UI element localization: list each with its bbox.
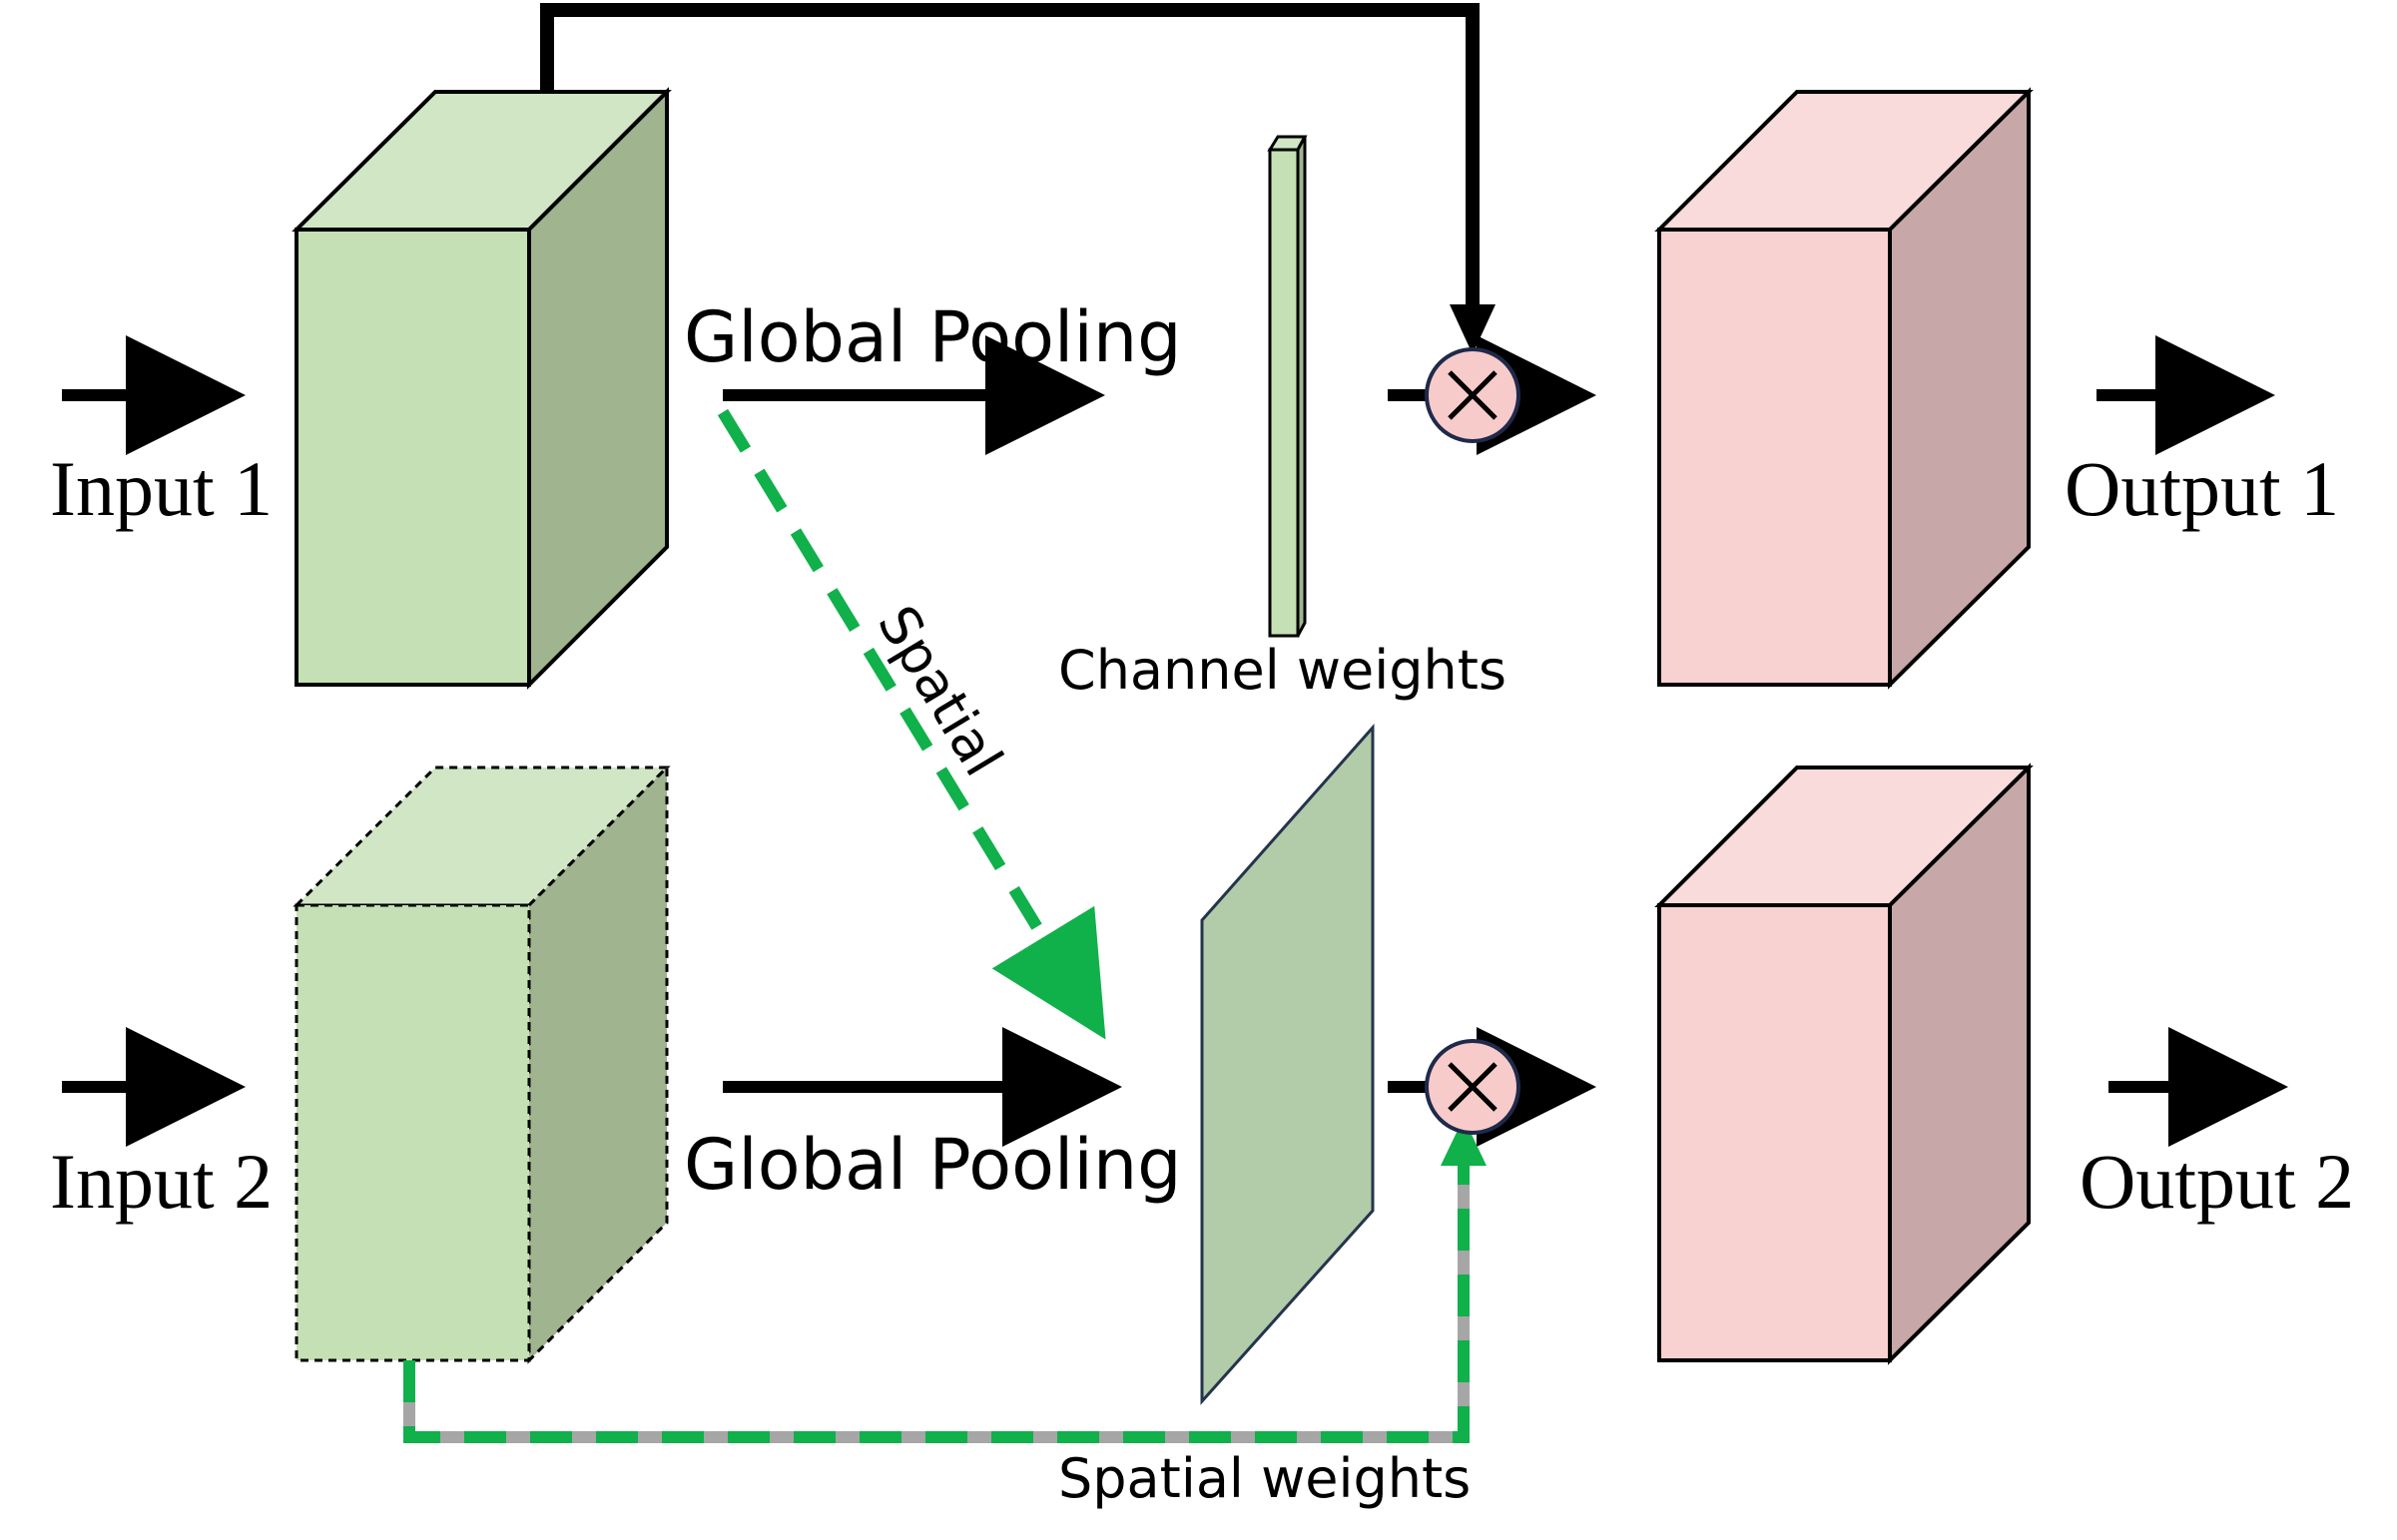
multiply-icon-cross — [1448, 370, 1498, 420]
output-1-label: Output 1 — [2065, 445, 2339, 532]
multiply-node-bottom — [1425, 1039, 1520, 1135]
input-2-cube-front — [295, 903, 531, 1362]
global-pooling-top-label: Global Pooling — [684, 296, 1182, 378]
input-1-cube-front — [295, 228, 531, 687]
multiply-node-top — [1425, 347, 1520, 443]
output-2-label: Output 2 — [2080, 1138, 2354, 1225]
input-2-label: Input 2 — [50, 1138, 273, 1225]
spatial-weights-arrowhead — [1441, 1118, 1487, 1166]
spatial-weights-path-green — [403, 1166, 1470, 1443]
skip-connection-line — [540, 3, 1480, 304]
input-1-cube — [292, 87, 672, 690]
output-2-cube — [1654, 763, 2034, 1365]
global-pooling-bottom-label: Global Pooling — [684, 1124, 1182, 1206]
input-1-label: Input 1 — [50, 445, 273, 532]
channel-weights-bar-front — [1268, 148, 1300, 638]
input-2-cube — [293, 764, 671, 1364]
spatial-weights-label: Spatial weights — [1058, 1447, 1471, 1510]
output-1-cube-front — [1657, 228, 1892, 687]
output-2-cube-front — [1657, 903, 1892, 1362]
channel-weights-label: Channel weights — [1058, 639, 1506, 702]
spatial-weights-plane — [1200, 724, 1375, 1405]
multiply-icon-cross — [1448, 1062, 1498, 1112]
skip-connection-arrowhead — [1450, 304, 1496, 354]
spatial-diagonal-arrow — [717, 408, 1106, 1040]
channel-weights-bar — [1267, 135, 1308, 638]
output-1-cube — [1654, 87, 2034, 690]
spatial-label: Spatial — [866, 595, 1015, 786]
